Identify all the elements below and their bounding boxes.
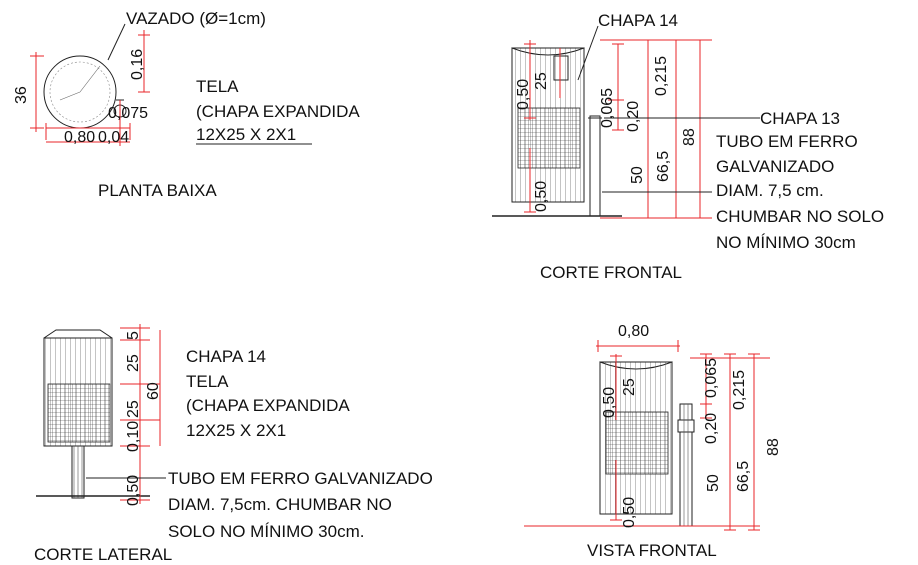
plan-tela-line2: (CHAPA EXPANDIDA: [196, 102, 360, 121]
cf-tubo-line5: NO MÍNIMO 30cm: [716, 233, 856, 252]
cl-tubo-line2: DIAM. 7,5cm. CHUMBAR NO: [168, 495, 392, 514]
cf-tubo-line1: TUBO EM FERRO: [716, 132, 858, 151]
vf-title: VISTA FRONTAL: [587, 541, 717, 560]
plan-dim-36-line: [30, 52, 44, 132]
cl-dim-25a: 25: [125, 354, 142, 372]
plan-dim-016: 0,16: [129, 49, 146, 80]
plan-inner-circle: [49, 61, 111, 123]
vf-dim-050-top: 0,50: [601, 387, 618, 418]
cf-dim-0065: 0,065: [599, 88, 616, 128]
cl-tubo-line3: SOLO NO MÍNIMO 30cm.: [168, 522, 364, 541]
plan-tela-line1: TELA: [196, 77, 239, 96]
cf-chapa13: CHAPA 13: [760, 109, 840, 128]
plan-title: PLANTA BAIXA: [98, 181, 217, 200]
cf-dim-665: 66,5: [655, 151, 672, 182]
cf-title: CORTE FRONTAL: [540, 263, 682, 282]
vista-frontal-view: 0,80 0,50 25 0,065 0,215 0,20 88 50 66,5…: [524, 323, 782, 560]
cf-post: [589, 115, 601, 217]
cl-chapa14: CHAPA 14: [186, 347, 266, 366]
corte-lateral-view: 5 25 60 25 0,10 0,50 CHAPA 14 TELA (CHAP…: [34, 324, 433, 564]
cf-dim-88: 88: [681, 128, 698, 146]
vf-dim-88: 88: [765, 438, 782, 456]
cl-title: CORTE LATERAL: [34, 545, 172, 564]
cl-dim-010: 0,10: [125, 421, 142, 452]
cf-dim-50: 50: [629, 166, 646, 184]
cl-dim-050: 0,50: [125, 475, 142, 506]
cl-tela-line1: TELA: [186, 372, 229, 391]
cf-dim-050-top: 0,50: [515, 79, 532, 110]
plan-tela-line3: 12X25 X 2X1: [196, 125, 296, 144]
plan-dim-004: 0,04: [98, 129, 129, 146]
cl-dim-5: 5: [125, 331, 142, 340]
cf-tubo-line4: CHUMBAR NO SOLO: [716, 207, 884, 226]
vf-dim-050-bot: 0,50: [621, 497, 638, 528]
cl-tela-line3: 12X25 X 2X1: [186, 421, 286, 440]
cl-mesh: [47, 383, 111, 443]
vf-dim-020: 0,20: [703, 413, 720, 444]
vf-dim-665: 66,5: [735, 461, 752, 492]
cf-mesh: [517, 107, 581, 169]
vf-dim-080: 0,80: [618, 323, 649, 340]
plan-dim-080: 0,80: [64, 129, 95, 146]
cf-chapa14: CHAPA 14: [598, 11, 678, 30]
cl-tela-line2: (CHAPA EXPANDIDA: [186, 396, 350, 415]
cl-dim-25b: 25: [125, 400, 142, 418]
vf-dim-0065: 0,065: [703, 358, 720, 398]
vf-dim-25: 25: [621, 378, 638, 396]
plan-dim-0075: 0,075: [108, 105, 148, 122]
cf-dim-25: 25: [533, 72, 550, 90]
vf-dim-50: 50: [705, 474, 722, 492]
cl-dim-60: 60: [145, 382, 162, 400]
cf-dim-050-bot: 0,50: [533, 181, 550, 212]
cf-dim-0215: 0,215: [653, 56, 670, 96]
vf-dim-0215: 0,215: [731, 370, 748, 410]
cf-tubo-line3: DIAM. 7,5 cm.: [716, 181, 824, 200]
vazado-leader: [107, 23, 126, 61]
cf-dim-020: 0,20: [625, 101, 642, 132]
cl-tubo-line1: TUBO EM FERRO GALVANIZADO: [168, 469, 433, 488]
plan-vazado-label: VAZADO (Ø=1cm): [126, 9, 266, 28]
vf-mesh: [605, 411, 669, 475]
plan-dim-36: 36: [13, 86, 30, 104]
cf-tubo-line2: GALVANIZADO: [716, 157, 834, 176]
planta-baixa-view: VAZADO (Ø=1cm) 36 0,16 0,075 0,80 0,04 T…: [13, 9, 360, 200]
corte-frontal-view: CHAPA 14 0,50 25 0,065 0,20 0,215 50 66,…: [492, 11, 884, 282]
